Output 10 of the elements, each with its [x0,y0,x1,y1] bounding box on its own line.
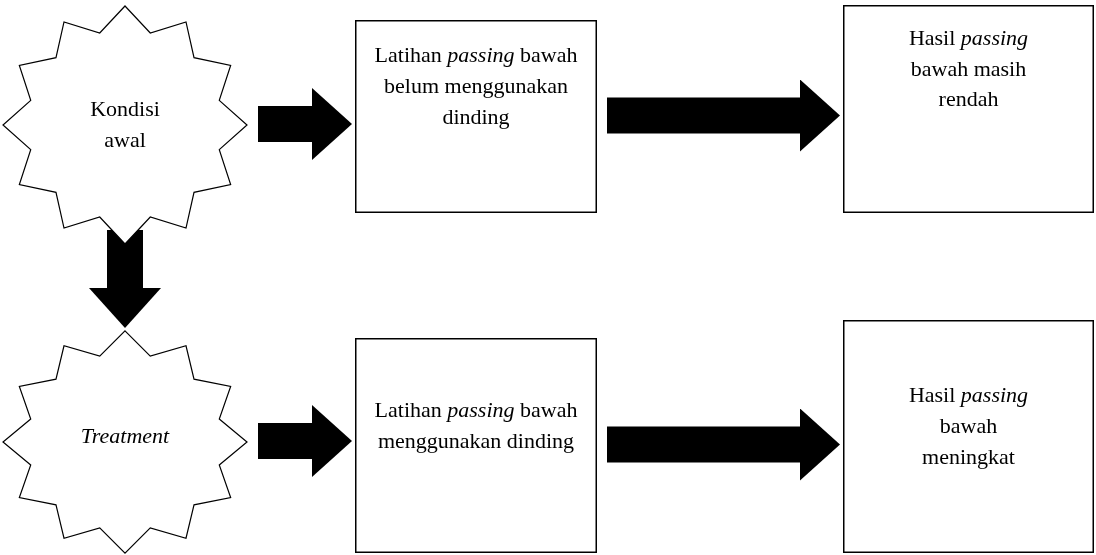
block-arrow [258,405,352,477]
block-arrow [607,79,840,152]
node-text: Kondisi awal [89,95,161,154]
node-text: Hasil passing bawah meningkat [907,381,1030,471]
node-text: Treatment [79,421,171,450]
node-text: Latihan passing bawah belum menggunakan dinding [373,41,579,131]
block-arrow [89,230,161,328]
block-arrow [258,88,352,160]
node-text: Latihan passing bawah menggunakan dinding [373,395,579,455]
node-text: Hasil passing bawah masih rendah [907,23,1030,114]
